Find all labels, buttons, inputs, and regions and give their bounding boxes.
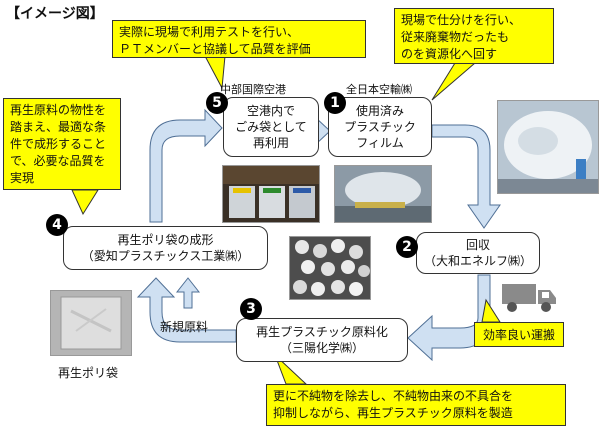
step-1-number: 1 xyxy=(324,92,346,114)
new-material-arrow xyxy=(175,277,201,309)
step-2-number: 2 xyxy=(396,236,418,258)
step-3-number: 3 xyxy=(240,298,262,320)
step-4-label: 再生ポリ袋の成形 （愛知プラスチックス工業㈱） xyxy=(81,233,250,263)
arrow-4-to-5 xyxy=(149,108,223,223)
step-4-bag-molding: 再生ポリ袋の成形 （愛知プラスチックス工業㈱） xyxy=(63,226,268,270)
step-4-number: 4 xyxy=(46,214,68,236)
loading-photo xyxy=(334,165,432,223)
callout-impurity-removal: 更に不純物を除去し、不純物由来の不具合を 抑制しながら、再生プラスチック原料を製… xyxy=(266,384,566,426)
step-2-label: 回収 （大和エネルフ㈱） xyxy=(423,238,532,268)
step-5-label: 空港内で ごみ袋として 再利用 xyxy=(235,104,307,150)
arrow-1-to-2 xyxy=(431,124,501,229)
step-1-used-film: 使用済み プラスチック フィルム xyxy=(328,97,432,157)
callout-molding: 再生原料の物性を 踏まえ、最適な条 件で成形すること で、必要な品質を 実現 xyxy=(3,98,121,190)
step-2-collection: 回収 （大和エネルフ㈱） xyxy=(416,232,540,274)
callout-quality-test: 実際に現場で利用テストを行い、 ＰＴメンバーと協議して品質を評価 xyxy=(112,20,366,58)
page-title: 【イメージ図】 xyxy=(6,6,104,22)
plastic-bale-photo xyxy=(497,100,599,194)
step-3-label: 再生プラスチック原料化 （三陽化学㈱） xyxy=(256,325,388,355)
arrow-3-to-4 xyxy=(136,277,237,343)
org-label-chubu-airport: 中部国際空港 xyxy=(220,83,286,96)
step-3-raw-material: 再生プラスチック原料化 （三陽化学㈱） xyxy=(236,318,408,362)
arrow-2-to-3 xyxy=(407,274,491,362)
truck-icon xyxy=(500,280,558,314)
step-5-number: 5 xyxy=(206,92,228,114)
step-5-airport-reuse: 空港内で ごみ袋として 再利用 xyxy=(223,97,319,157)
recycled-pellets-photo xyxy=(289,236,371,300)
bins-photo xyxy=(222,165,320,223)
recycled-bag-label: 再生ポリ袋 xyxy=(58,366,119,380)
efficient-transport-label: 効率良い運搬 xyxy=(474,322,565,347)
step-1-label: 使用済み プラスチック フィルム xyxy=(344,104,416,150)
org-label-ana: 全日本空輸㈱ xyxy=(346,83,412,96)
new-material-label: 新規原料 xyxy=(160,320,209,334)
bag-photo xyxy=(50,290,132,356)
callout-sorting: 現場で仕分けを行い、 従来廃棄物だったも のを資源化へ回す xyxy=(394,8,554,64)
